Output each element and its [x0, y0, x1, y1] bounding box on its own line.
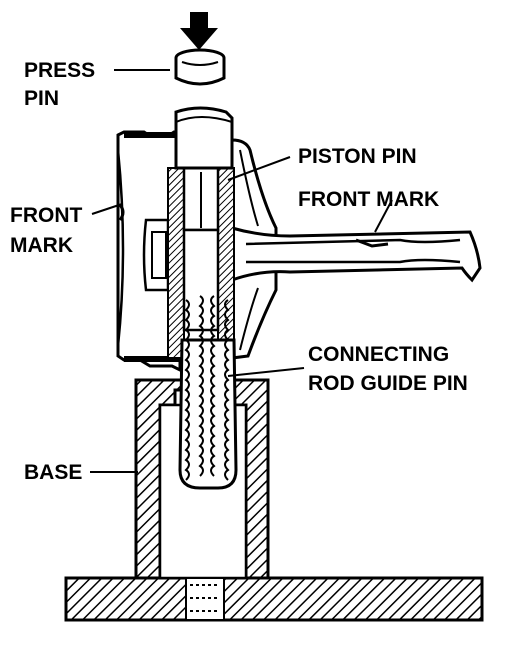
base-label: BASE: [24, 461, 82, 484]
front-mark-notch: [118, 204, 125, 221]
piston-crown-face: [116, 149, 125, 347]
front-mark-left-label-line1: FRONT: [10, 204, 82, 227]
press-arrow-icon: [180, 12, 218, 50]
press-pin: [174, 106, 234, 170]
press-pin-label-line2: PIN: [24, 87, 59, 110]
piston-pin-boss: [142, 218, 170, 292]
connecting-rod: [230, 226, 482, 283]
connecting-rod-guide-pin-label-line2: ROD GUIDE PIN: [308, 372, 468, 395]
connecting-rod-guide-pin-leader: [227, 367, 305, 377]
front-mark-left-leader: [91, 203, 123, 215]
piston: [116, 130, 278, 373]
base-plate: [64, 576, 484, 622]
piston-pin-leader: [227, 156, 291, 181]
piston-pin-label: PISTON PIN: [298, 145, 417, 168]
rod-front-mark: [355, 238, 389, 248]
front-mark-left-label-line2: MARK: [10, 234, 73, 257]
connecting-rod-guide-pin-label-line1: CONNECTING: [308, 343, 449, 366]
piston-pin: [182, 166, 220, 232]
rod-beam: [230, 226, 482, 283]
front-mark-right-label: FRONT MARK: [298, 188, 439, 211]
pin-bore: [167, 167, 235, 359]
front-mark-right-leader: [374, 199, 393, 233]
press-tool-cap: [174, 48, 226, 86]
leader-lines: [90, 69, 393, 473]
base: [64, 378, 484, 622]
connecting-rod-guide-pin: [178, 228, 238, 490]
press-pin-label-line1: PRESS: [24, 59, 95, 82]
piston-ring-land: [124, 132, 180, 138]
